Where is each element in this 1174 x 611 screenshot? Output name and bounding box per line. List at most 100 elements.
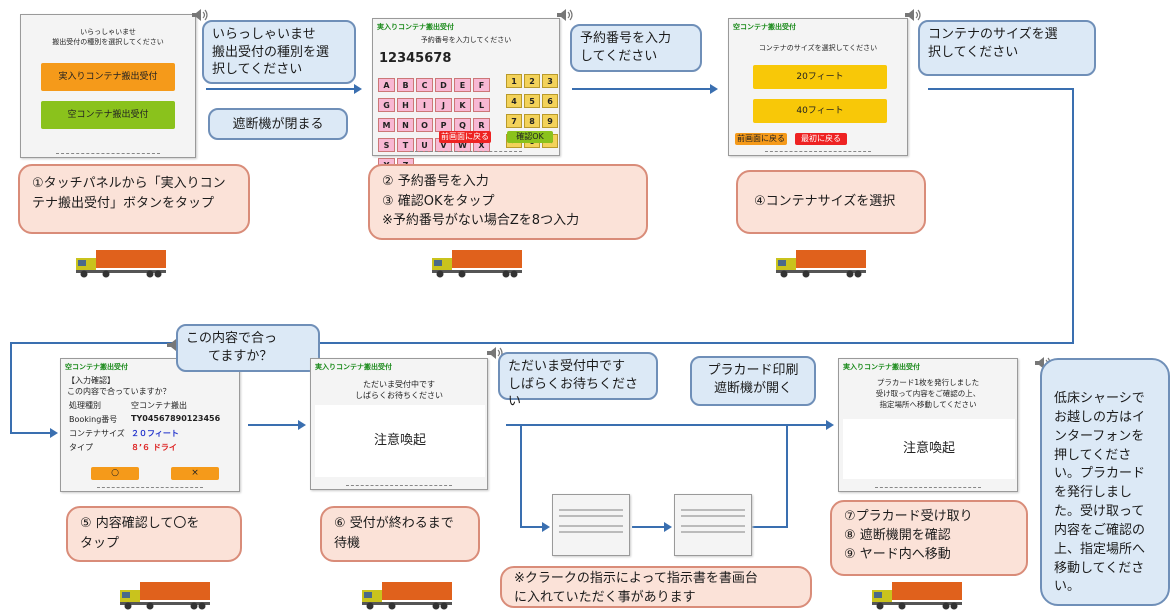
truck-icon bbox=[76, 250, 166, 278]
mini-screen-instruction bbox=[552, 494, 630, 556]
voice-bubble-welcome: いらっしゃいませ 搬出受付の種別を選 択してください bbox=[202, 20, 356, 84]
back-button[interactable]: 前画面に戻る bbox=[439, 131, 491, 143]
processing-line-1: ただいま受付中です bbox=[363, 380, 435, 389]
screen-header: 空コンテナ搬出受付 bbox=[733, 23, 796, 31]
confirm-yes-button[interactable]: ○ bbox=[91, 467, 139, 480]
alpha-key[interactable]: R bbox=[473, 118, 490, 132]
alpha-key[interactable]: N bbox=[397, 118, 414, 132]
truck-icon bbox=[432, 250, 522, 278]
voice-line: この内容で合っ bbox=[186, 331, 278, 346]
reservation-number-field[interactable]: 12345678 bbox=[379, 51, 452, 66]
alpha-key[interactable]: K bbox=[454, 98, 471, 112]
size-prompt: コンテナのサイズを選択してください bbox=[758, 44, 878, 52]
voice-line: しばらくお待ちください bbox=[508, 376, 639, 410]
alpha-key[interactable]: F bbox=[473, 78, 490, 92]
numeric-key[interactable]: 8 bbox=[524, 114, 540, 128]
size-40ft-button[interactable]: 40フィート bbox=[753, 99, 887, 123]
back-button[interactable]: 前画面に戻る bbox=[735, 133, 787, 145]
step-line: 待機 bbox=[334, 535, 361, 551]
numeric-key[interactable]: 7 bbox=[506, 114, 522, 128]
screen-header: 実入りコンテナ搬出受付 bbox=[843, 363, 920, 371]
row-value: 空コンテナ搬出 bbox=[131, 401, 187, 410]
step-line: ⑦プラカード受け取り bbox=[844, 509, 973, 524]
alpha-key[interactable]: G bbox=[378, 98, 395, 112]
alpha-key[interactable]: E bbox=[454, 78, 471, 92]
note-line: に入れていただく事があります bbox=[514, 589, 696, 605]
alpha-key[interactable]: J bbox=[435, 98, 452, 112]
text-placeholder bbox=[681, 509, 745, 511]
numeric-key[interactable]: 3 bbox=[542, 74, 558, 88]
text-placeholder bbox=[559, 531, 623, 533]
alpha-key[interactable]: T bbox=[397, 138, 414, 152]
screen-footer bbox=[55, 153, 161, 154]
notice-panel: 注意喚起 bbox=[315, 405, 485, 477]
row-label: 処理種別 bbox=[69, 401, 101, 410]
voice-bubble-wait: ただいま受付中です しばらくお待ちください bbox=[498, 352, 658, 409]
screen-placard-issued: 実入りコンテナ搬出受付 プラカード1枚を発行しました 受け取って内容をご確認の上… bbox=[838, 358, 1018, 492]
alpha-key[interactable]: U bbox=[416, 138, 433, 152]
step-6-note: ⑥ 受付が終わるまで 待機 bbox=[320, 506, 480, 562]
screen-type-select: いらっしゃいませ 搬出受付の種別を選択してください 実入りコンテナ搬出受付 空コ… bbox=[20, 14, 196, 158]
full-container-button[interactable]: 実入りコンテナ搬出受付 bbox=[41, 63, 175, 91]
step-1-note: ①タッチパネルから「実入りコン テナ搬出受付」ボタンをタップ bbox=[18, 164, 250, 234]
screen-header: 実入りコンテナ搬出受付 bbox=[315, 363, 392, 371]
empty-container-button[interactable]: 空コンテナ搬出受付 bbox=[41, 101, 175, 129]
alpha-key[interactable]: B bbox=[397, 78, 414, 92]
voice-line: プラカード印刷 bbox=[707, 363, 799, 378]
alpha-key[interactable]: Q bbox=[454, 118, 471, 132]
row-label: Booking番号 bbox=[69, 415, 118, 424]
screen-footer bbox=[346, 485, 452, 486]
size-20ft-button[interactable]: 20フィート bbox=[753, 65, 887, 89]
numeric-key[interactable]: 4 bbox=[506, 94, 522, 108]
alpha-key[interactable]: H bbox=[397, 98, 414, 112]
select-prompt: 搬出受付の種別を選択してください bbox=[52, 38, 164, 46]
restart-button[interactable]: 最初に戻る bbox=[795, 133, 847, 145]
flow-connector bbox=[10, 342, 12, 434]
voice-line: 遮断機が開く bbox=[713, 380, 792, 396]
voice-line: ただいま受付中です bbox=[508, 359, 626, 374]
placard-line-2: 受け取って内容をご確認の上、 bbox=[875, 389, 981, 398]
numeric-key[interactable]: 9 bbox=[542, 114, 558, 128]
alpha-key[interactable]: C bbox=[416, 78, 433, 92]
numeric-key[interactable]: 1 bbox=[506, 74, 522, 88]
screen-header: 空コンテナ搬出受付 bbox=[65, 363, 128, 371]
numeric-key[interactable]: 5 bbox=[524, 94, 540, 108]
screen-confirm: 空コンテナ搬出受付 【入力確認】 この内容で合っていますか？ 処理種別空コンテナ… bbox=[60, 358, 240, 492]
alpha-key[interactable]: A bbox=[378, 78, 395, 92]
alpha-key[interactable]: M bbox=[378, 118, 395, 132]
table-row: 処理種別 空コンテナ搬出 bbox=[69, 400, 239, 411]
flow-arrow bbox=[248, 420, 306, 430]
alpha-key[interactable]: S bbox=[378, 138, 395, 152]
voice-line: 搬出受付の種別を選 bbox=[212, 44, 330, 60]
screen-footer bbox=[874, 487, 982, 488]
step-5-note: ⑤ 内容確認して〇を タップ bbox=[66, 506, 242, 562]
step-line: ③ 確認OKをタップ bbox=[382, 193, 495, 209]
input-prompt: 予約番号を入力してください bbox=[420, 36, 512, 44]
alpha-key[interactable]: I bbox=[416, 98, 433, 112]
confirm-no-button[interactable]: × bbox=[171, 467, 219, 480]
voice-bubble-placard: プラカード印刷 遮断機が開く bbox=[690, 356, 816, 406]
numeric-key[interactable]: 6 bbox=[542, 94, 558, 108]
alpha-key[interactable]: P bbox=[435, 118, 452, 132]
confirm-title: 【入力確認】 bbox=[67, 376, 115, 385]
numeric-key[interactable]: 2 bbox=[524, 74, 540, 88]
voice-bubble-confirm: この内容で合っ てますか？ bbox=[176, 324, 320, 372]
flow-arrow bbox=[632, 522, 672, 532]
row-label: タイプ bbox=[69, 443, 93, 452]
alpha-key[interactable]: O bbox=[416, 118, 433, 132]
screen-footer bbox=[96, 487, 204, 488]
step-2-3-note: ② 予約番号を入力 ③ 確認OKをタップ ※予約番号がない場合Zを8つ入力 bbox=[368, 164, 648, 240]
flow-arrow bbox=[520, 522, 550, 532]
alpha-key[interactable]: L bbox=[473, 98, 490, 112]
flow-connector bbox=[10, 342, 1074, 344]
confirm-ok-button[interactable]: 確認OK bbox=[507, 131, 553, 143]
text-placeholder bbox=[681, 531, 745, 533]
voice-line: コンテナのサイズを選 bbox=[928, 27, 1058, 42]
voice-line: 予約番号を入力 bbox=[580, 31, 672, 46]
alpha-key[interactable]: D bbox=[435, 78, 452, 92]
step-7-9-note: ⑦プラカード受け取り ⑧ 遮断機開を確認 ⑨ ヤード内へ移動 bbox=[830, 500, 1028, 576]
